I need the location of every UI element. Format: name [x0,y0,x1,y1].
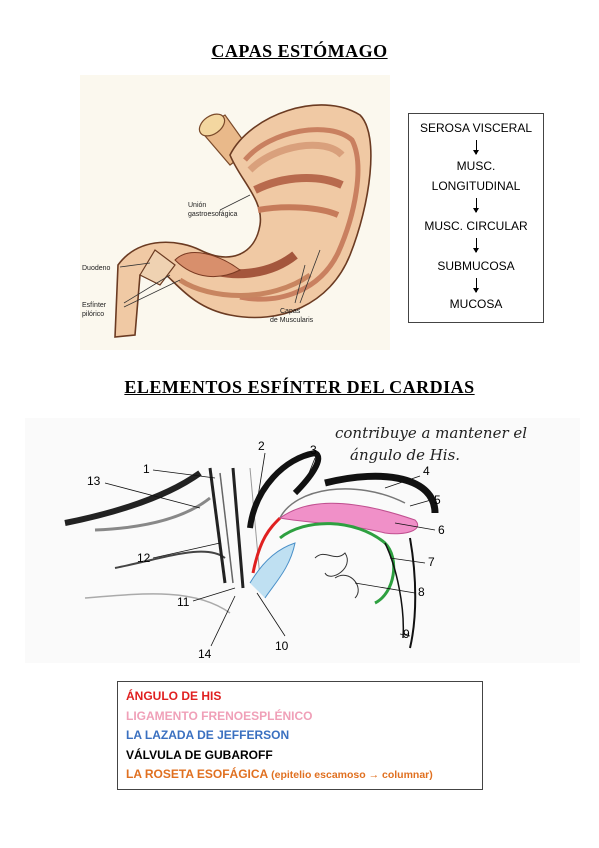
figure2-leader-lines [104,452,436,647]
layer-mucosa: MUCOSA [449,297,503,311]
note-line-2: ángulo de His. [350,446,460,464]
angle-of-his [251,516,282,574]
legend-item-gubaroff: VÁLVULA DE GUBAROFF [126,746,474,766]
number-label: 7 [428,555,435,569]
label-duodeno: Duodeno [82,265,111,272]
gubaroff-valve [247,449,322,529]
legend-text: LIGAMENTO FRENOESPLÉNICO [126,708,313,723]
number-label: 12 [137,551,151,565]
flow-arrow [473,140,479,155]
section-title-stomach-layers: CAPAS ESTÓMAGO [211,41,388,61]
cardias-sphincter-diagram: contribuye a mantener el ángulo de His. … [25,418,580,663]
number-label: 1 [143,462,150,476]
section-title-cardias-sphincter: ELEMENTOS ESFÍNTER DEL CARDIAS [124,377,475,397]
stomach-fundus [249,472,439,649]
legend-text: LA LAZADA DE JEFFERSON [126,728,290,742]
flow-arrow [473,278,479,293]
label-muscularis: de Muscularis [270,317,314,324]
layers-flow-box: SEROSA VISCERAL MUSC. LONGITUDINAL MUSC.… [408,113,544,323]
legend-item-jefferson: LA LAZADA DE JEFFERSON [126,726,474,746]
layer-submucosa: SUBMUCOSA [437,259,515,273]
cardias-legend: ÁNGULO DE HIS LIGAMENTO FRENOESPLÉNICO L… [117,681,483,790]
number-label: 9 [403,627,410,641]
label-pilorico: pilórico [82,311,104,318]
number-label: 5 [434,493,441,507]
esophageal-rosette [279,522,396,605]
number-label: 14 [198,647,212,661]
number-label: 8 [418,585,425,599]
number-label: 2 [258,439,265,453]
note-line-1: contribuye a mantener el [335,424,527,442]
legend-text: ÁNGULO DE HIS [126,689,222,703]
number-label: 13 [87,474,101,488]
jefferson-loop [249,542,296,599]
stomach-body [114,104,372,338]
label-capas: Capas [280,308,301,315]
label-esfinter: Esfínter [82,302,107,309]
stomach-layers-illustration: Unión gastroesofágica Duodeno Esfínter p… [80,75,390,350]
diaphragm [64,470,231,614]
flow-arrow [473,198,479,213]
layer-longitudinal: LONGITUDINAL [431,179,521,193]
legend-text: LA ROSETA ESOFÁGICA [126,767,268,781]
legend-item-angle-of-his: ÁNGULO DE HIS [126,687,474,707]
number-label: 11 [177,595,190,609]
number-label: 4 [423,464,430,478]
flow-arrow [473,238,479,253]
number-label: 10 [275,639,289,653]
layer-serosa: SEROSA VISCERAL [419,121,533,135]
label-gastroesofagica: gastroesofágica [188,211,238,218]
layer-circular: MUSC. CIRCULAR [424,219,528,233]
legend-item-roseta: LA ROSETA ESOFÁGICA (epitelio escamoso →… [126,765,474,786]
label-union: Unión [188,202,206,209]
legend-roseta-detail: (epitelio escamoso → columnar) [271,769,433,781]
frenosplenic-ligament [278,502,418,535]
number-label: 6 [438,523,445,537]
number-label: 3 [310,443,317,457]
legend-text: VÁLVULA DE GUBAROFF [126,747,273,762]
legend-item-frenosplenic: LIGAMENTO FRENOESPLÉNICO [126,707,474,727]
layer-musc: MUSC. [456,159,496,173]
esophagus-walls [208,467,261,589]
figure1-leader-lines [119,194,321,308]
